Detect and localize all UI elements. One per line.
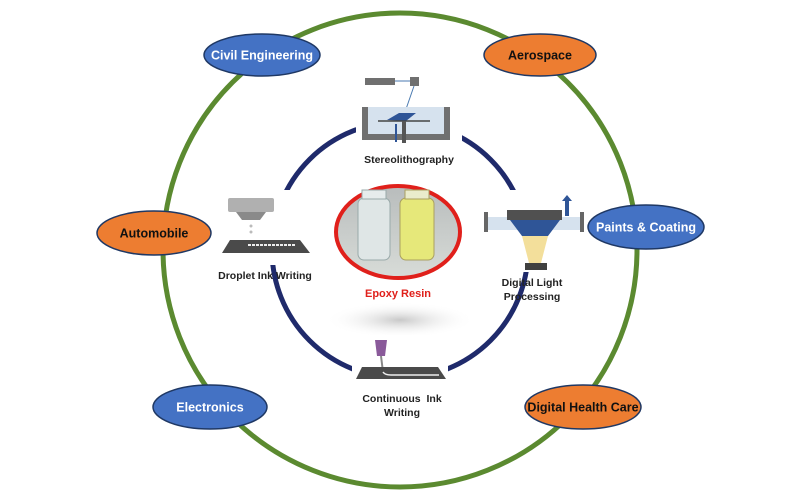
app-label: Electronics bbox=[176, 401, 243, 415]
center-label: Epoxy Resin bbox=[365, 288, 431, 300]
app-label: Civil Engineering bbox=[211, 49, 313, 63]
epoxy-resin-photo bbox=[320, 175, 480, 290]
method-label-stereolithography: Stereolithography bbox=[364, 154, 454, 166]
app-label: Digital Health Care bbox=[527, 401, 638, 415]
application-electronics: Electronics bbox=[152, 384, 268, 430]
continuous-ink-writing-illustration bbox=[352, 335, 448, 390]
stereolithography-illustration bbox=[356, 72, 462, 152]
method-label-continuous-line1: Continuous Ink bbox=[362, 393, 441, 405]
droplet-ink-writing-illustration bbox=[215, 190, 315, 265]
application-automobile: Automobile bbox=[96, 210, 212, 256]
application-civil-engineering: Civil Engineering bbox=[203, 33, 321, 77]
app-label: Paints & Coating bbox=[596, 221, 696, 235]
application-digital-health-care: Digital Health Care bbox=[524, 384, 642, 430]
application-paints-coating: Paints & Coating bbox=[587, 204, 705, 250]
app-label: Automobile bbox=[120, 227, 189, 241]
method-label-dlp-line1: Digital Light bbox=[502, 277, 563, 289]
app-label: Aerospace bbox=[508, 49, 572, 63]
center-shadow bbox=[325, 302, 475, 338]
method-label-dlp-line2: Processing bbox=[504, 291, 561, 303]
method-label-droplet-ink-writing: Droplet Ink Writing bbox=[218, 270, 312, 282]
application-aerospace: Aerospace bbox=[483, 33, 597, 77]
method-label-continuous-line2: Writing bbox=[384, 407, 420, 419]
digital-light-processing-illustration bbox=[480, 190, 590, 272]
